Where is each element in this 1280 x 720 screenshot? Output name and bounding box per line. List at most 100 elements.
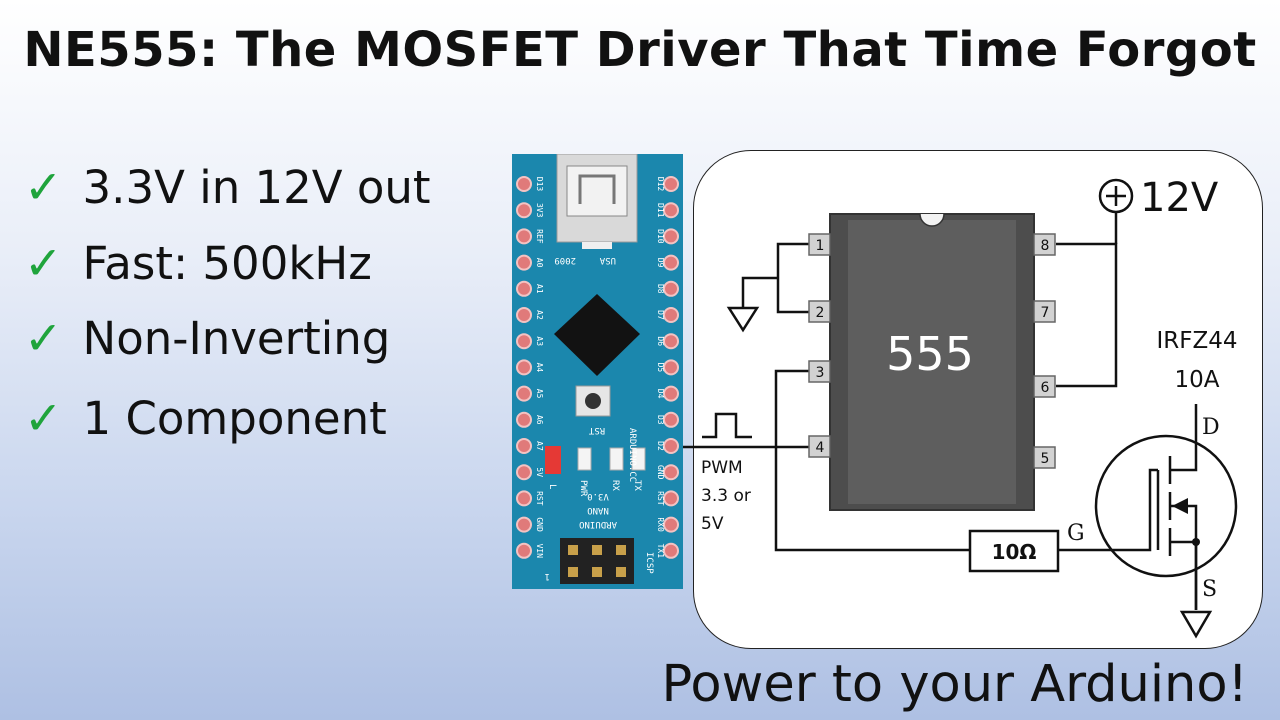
gate-resistor — [968, 529, 1060, 573]
nano-pin-label: A0 — [535, 258, 544, 268]
nano-pin-label: GND — [535, 517, 544, 532]
led-tx-icon — [631, 447, 646, 471]
ground-icon — [726, 306, 760, 333]
pin-number: 1 — [816, 238, 825, 254]
nano-pin-label: A1 — [535, 284, 544, 294]
header-pad-icon — [516, 228, 532, 245]
header-pad-icon — [516, 333, 532, 350]
header-pad-icon — [516, 411, 532, 428]
source-label: S — [1202, 577, 1217, 602]
resistor-label: 10Ω — [992, 540, 1037, 564]
mosfet-current-label: 10A — [1174, 367, 1219, 393]
header-pad-icon — [663, 385, 679, 402]
usb-label: USA — [599, 255, 616, 265]
nano-pin-label: RX0 — [656, 517, 665, 532]
header-pad-icon — [663, 202, 679, 219]
header-pad-icon — [516, 464, 532, 481]
nano-pin-label: D7 — [656, 310, 665, 320]
nano-pin-label: A3 — [535, 336, 544, 346]
nano-pin-label: TX1 — [656, 544, 665, 559]
nano-pin-label: VIN — [535, 544, 544, 559]
feature-label: 3.3V in 12V out — [82, 160, 431, 214]
site-label: ARDUINO.CC — [627, 428, 637, 482]
checkmark-icon: ✓ — [24, 311, 63, 365]
nano-pin-label: A4 — [535, 363, 544, 373]
nano-pin-label: 5V — [535, 467, 544, 477]
nano-pin-label: RST — [656, 491, 665, 506]
board-version: V3.0 — [587, 491, 609, 501]
feature-label: 1 Component — [82, 391, 387, 445]
wire-ground — [741, 276, 778, 308]
mosfet-icon — [1094, 404, 1238, 610]
header-pad-icon — [516, 280, 532, 297]
checkmark-icon: ✓ — [24, 160, 63, 214]
header-pad-icon — [663, 464, 679, 481]
mosfet-part-label: IRFZ44 — [1156, 328, 1237, 354]
pin-number: 3 — [816, 365, 825, 381]
header-pad-icon — [663, 490, 679, 507]
microcontroller-icon — [554, 294, 640, 376]
pwm-level-label: 5V — [701, 514, 724, 534]
pin-number: 2 — [816, 305, 825, 321]
wire-pin8-pin6 — [1056, 242, 1118, 388]
pwm-label: PWM — [701, 458, 743, 478]
reset-label: RST — [588, 425, 605, 435]
source-ground-icon — [1179, 610, 1213, 639]
header-pad-icon — [663, 176, 679, 192]
header-pad-icon — [663, 254, 679, 271]
nano-pin-label: A2 — [535, 310, 544, 320]
header-pad-icon — [663, 333, 679, 350]
nano-pin-label: D3 — [656, 415, 665, 425]
nano-pin-label: D12 — [656, 177, 665, 192]
feature-label: Fast: 500kHz — [82, 236, 372, 290]
nano-pin-label: RST — [535, 491, 544, 506]
wire-pin3-output — [774, 369, 970, 552]
drain-label: D — [1202, 415, 1220, 440]
header-pad-icon — [516, 438, 532, 454]
board-brand: ARDUINO — [579, 519, 617, 529]
nano-pin-label: A6 — [535, 415, 544, 425]
header-pad-icon — [516, 542, 532, 559]
led-label: PWR — [578, 480, 588, 497]
gate-label: G — [1067, 521, 1085, 546]
mosfet-arrow-icon — [1172, 498, 1188, 514]
page-title: NE555: The MOSFET Driver That Time Forgo… — [23, 22, 1257, 78]
arduino-nano-board: USA 2009 RST ARDUINO.CC L PWR RX TX V3.0… — [512, 154, 683, 589]
nano-pin-label: D2 — [656, 441, 665, 451]
header-pad-icon — [663, 228, 679, 245]
led-l-icon — [545, 446, 561, 474]
chip-label: 555 — [886, 327, 974, 381]
nano-pin-label: A7 — [535, 441, 544, 451]
pin-number: 6 — [1041, 380, 1050, 396]
nano-pin-label: D13 — [535, 177, 544, 192]
board-model: NANO — [587, 505, 609, 515]
nano-pin-label: GND — [656, 465, 665, 480]
header-pad-icon — [663, 542, 679, 559]
pwm-level-label: 3.3 or — [701, 486, 751, 506]
nano-pin-label: D4 — [656, 389, 665, 399]
header-pad-icon — [516, 202, 532, 219]
header-pad-icon — [516, 254, 532, 271]
nano-pin-label: D8 — [656, 284, 665, 294]
header-pad-icon — [663, 307, 679, 323]
header-pad-icon — [516, 385, 532, 402]
nano-pin-label: 3V3 — [535, 203, 544, 218]
nano-pin-label: REF — [535, 229, 544, 244]
feature-item: ✓ 1 Component — [24, 388, 387, 448]
year-label: 2009 — [554, 255, 576, 265]
header-pad-icon — [516, 307, 532, 323]
led-label: L — [547, 484, 557, 489]
header-pad-icon — [663, 359, 679, 376]
led-label: RX — [610, 480, 620, 491]
pin-number: 4 — [816, 440, 825, 456]
supply-label: 12V — [1140, 175, 1219, 221]
wire-pin1-pin2 — [776, 242, 812, 314]
pin-one-label: 1 — [545, 571, 550, 581]
pin-number: 5 — [1041, 451, 1050, 467]
nano-pin-label: D9 — [656, 258, 665, 268]
feature-item: ✓ Fast: 500kHz — [24, 233, 372, 293]
icsp-label: ICSP — [644, 552, 654, 574]
header-pad-icon — [516, 176, 532, 192]
wire-gate — [1058, 468, 1158, 552]
